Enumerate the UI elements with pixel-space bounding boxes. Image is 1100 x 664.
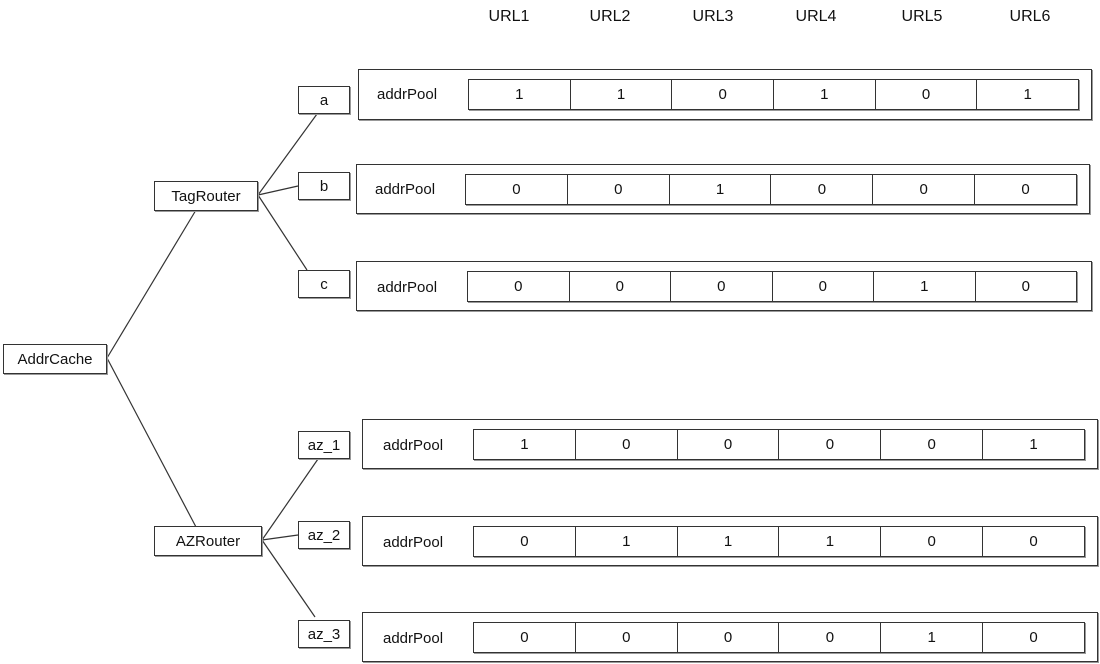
- addr-pool-label: addrPool: [383, 437, 444, 454]
- key-node-az3: az_3: [298, 620, 350, 648]
- router-node-azrouter: AZRouter: [154, 526, 262, 556]
- pool-cell: 0: [576, 623, 678, 652]
- pool-cell: 1: [881, 623, 984, 652]
- pool-cell: 0: [672, 80, 775, 109]
- edge-tagrouter-c: [257, 194, 308, 271]
- pool-cell: 1: [1023, 86, 1032, 103]
- pool-cell: 0: [881, 430, 984, 459]
- addr-pool-label: addrPool: [375, 181, 436, 198]
- addr-pool-c: addrPool 0 0 0 0 1 0: [356, 261, 1092, 311]
- pool-cell: 0: [881, 527, 984, 556]
- pool-cell: 0: [873, 175, 976, 204]
- pool-cell: 0: [876, 80, 978, 109]
- addr-pool-cells: 0 0 1 0 0 0: [465, 174, 1077, 205]
- pool-cell: 0: [779, 623, 882, 652]
- pool-cell: 0: [1021, 181, 1030, 198]
- pool-cell: 0: [671, 272, 773, 301]
- pool-cell: 0: [678, 430, 780, 459]
- pool-cell: 1: [779, 527, 882, 556]
- edge-tagrouter-b: [257, 185, 299, 196]
- pool-cell: 0: [474, 527, 576, 556]
- pool-cell: 1: [469, 80, 571, 109]
- pool-cell: 0: [468, 272, 570, 301]
- pool-cell: 1: [576, 527, 678, 556]
- pool-cell: 0: [474, 623, 576, 652]
- pool-cell: 0: [773, 272, 874, 301]
- pool-cell: 0: [1029, 533, 1038, 550]
- router-node-tagrouter: TagRouter: [154, 181, 258, 211]
- edge-root-azrouter: [106, 357, 197, 528]
- addr-pool-cells: 0 0 0 0 1 0: [473, 622, 1085, 653]
- key-node-az1: az_1: [298, 431, 350, 459]
- edge-root-tagrouter: [106, 209, 197, 359]
- pool-cell: 1: [678, 527, 780, 556]
- addr-pool-label: addrPool: [377, 279, 438, 296]
- column-header-url4: URL4: [795, 8, 837, 25]
- column-header-url3: URL3: [692, 8, 734, 25]
- addr-pool-label: addrPool: [383, 534, 444, 551]
- pool-cell: 0: [570, 272, 671, 301]
- column-header-url6: URL6: [1009, 8, 1051, 25]
- edge-azrouter-az2: [261, 534, 299, 541]
- addr-pool-az1: addrPool 1 0 0 0 0 1: [362, 419, 1098, 469]
- addr-pool-label: addrPool: [377, 86, 438, 103]
- pool-cell: 0: [466, 175, 568, 204]
- pool-cell: 1: [874, 272, 976, 301]
- pool-cell: 0: [568, 175, 670, 204]
- addr-pool-cells: 1 1 0 1 0 1: [468, 79, 1079, 110]
- column-header-url5: URL5: [901, 8, 943, 25]
- pool-cell: 1: [1029, 436, 1038, 453]
- addr-pool-a: addrPool 1 1 0 1 0 1: [358, 69, 1092, 120]
- addr-pool-az3: addrPool 0 0 0 0 1 0: [362, 612, 1098, 662]
- pool-cell: 1: [571, 80, 673, 109]
- edge-azrouter-az1: [261, 458, 319, 541]
- pool-cell: 0: [771, 175, 874, 204]
- pool-cell: 0: [1029, 629, 1038, 646]
- root-node-addrcache: AddrCache: [3, 344, 107, 374]
- edge-tagrouter-a: [257, 113, 318, 196]
- pool-cell: 0: [678, 623, 780, 652]
- addr-pool-cells: 0 1 1 1 0 0: [473, 526, 1085, 557]
- key-node-c: c: [298, 270, 350, 298]
- key-node-b: b: [298, 172, 350, 200]
- key-node-a: a: [298, 86, 350, 114]
- addr-pool-cells: 1 0 0 0 0 1: [473, 429, 1085, 460]
- pool-cell: 0: [576, 430, 678, 459]
- pool-cell: 1: [474, 430, 576, 459]
- pool-cell: 1: [774, 80, 876, 109]
- key-node-az2: az_2: [298, 521, 350, 549]
- column-header-url1: URL1: [488, 8, 530, 25]
- pool-cell: 0: [1021, 278, 1030, 295]
- addr-pool-az2: addrPool 0 1 1 1 0 0: [362, 516, 1098, 566]
- addr-pool-b: addrPool 0 0 1 0 0 0: [356, 164, 1090, 214]
- addr-pool-cells: 0 0 0 0 1 0: [467, 271, 1077, 302]
- addr-pool-label: addrPool: [383, 630, 444, 647]
- pool-cell: 1: [670, 175, 772, 204]
- column-header-url2: URL2: [589, 8, 631, 25]
- pool-cell: 0: [779, 430, 882, 459]
- edge-azrouter-az3: [261, 539, 316, 618]
